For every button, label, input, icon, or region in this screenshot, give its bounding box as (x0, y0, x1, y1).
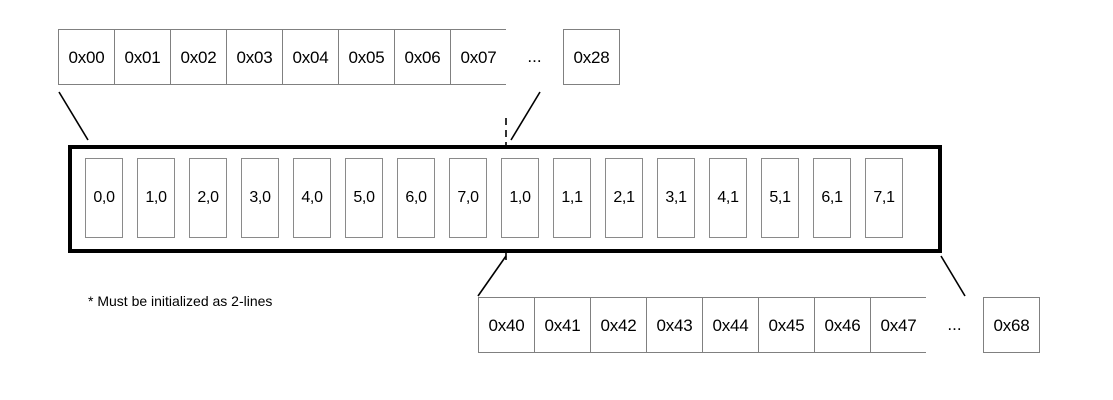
footnote-text: * Must be initialized as 2-lines (88, 293, 273, 309)
cache-cell: 3,0 (241, 158, 279, 238)
top-address-cell: 0x01 (114, 29, 170, 85)
connector-top-right (510, 91, 541, 141)
top-address-cell: 0x03 (226, 29, 282, 85)
cache-line-box: 0,0 1,0 2,0 3,0 4,0 5,0 6,0 7,0 1,0 1,1 … (68, 145, 942, 253)
cache-cell: 5,0 (345, 158, 383, 238)
top-address-cell: 0x04 (282, 29, 338, 85)
bottom-address-last-cell: 0x68 (983, 297, 1040, 353)
bottom-address-cell: 0x40 (478, 297, 534, 353)
top-address-cell: 0x02 (170, 29, 226, 85)
cache-cell: 2,1 (605, 158, 643, 238)
cache-cell: 1,0 (501, 158, 539, 238)
bottom-address-cell: 0x44 (702, 297, 758, 353)
bottom-address-cell: 0x43 (646, 297, 702, 353)
top-address-ellipsis: ... (527, 47, 542, 66)
top-address-cell: 0x05 (338, 29, 394, 85)
cache-cell: 4,0 (293, 158, 331, 238)
cache-cell: 5,1 (761, 158, 799, 238)
bottom-address-cell: 0x42 (590, 297, 646, 353)
cache-cell: 7,1 (865, 158, 903, 238)
bottom-address-cell: 0x41 (534, 297, 590, 353)
cache-cell: 4,1 (709, 158, 747, 238)
cache-cell: 0,0 (85, 158, 123, 238)
bottom-address-strip: 0x40 0x41 0x42 0x43 0x44 0x45 0x46 0x47 … (478, 297, 1040, 353)
cache-line-cells: 0,0 1,0 2,0 3,0 4,0 5,0 6,0 7,0 1,0 1,1 … (85, 158, 929, 240)
connector-top-left (58, 91, 89, 141)
cache-cell: 6,0 (397, 158, 435, 238)
bottom-address-cell: 0x45 (758, 297, 814, 353)
connector-bottom-right (940, 255, 966, 297)
cache-cell: 3,1 (657, 158, 695, 238)
top-address-cell: 0x07 (450, 29, 506, 85)
top-address-strip: 0x00 0x01 0x02 0x03 0x04 0x05 0x06 0x07 … (58, 29, 620, 85)
bottom-address-ellipsis: ... (947, 315, 962, 334)
top-address-last-cell: 0x28 (563, 29, 620, 85)
bottom-address-cell: 0x46 (814, 297, 870, 353)
top-address-cell: 0x06 (394, 29, 450, 85)
cache-cell: 6,1 (813, 158, 851, 238)
connector-bottom-left (477, 255, 507, 297)
cache-cell: 2,0 (189, 158, 227, 238)
bottom-address-cell: 0x47 (870, 297, 926, 353)
cache-cell: 1,1 (553, 158, 591, 238)
top-address-cell: 0x00 (58, 29, 114, 85)
cache-cell: 1,0 (137, 158, 175, 238)
cache-cell: 7,0 (449, 158, 487, 238)
